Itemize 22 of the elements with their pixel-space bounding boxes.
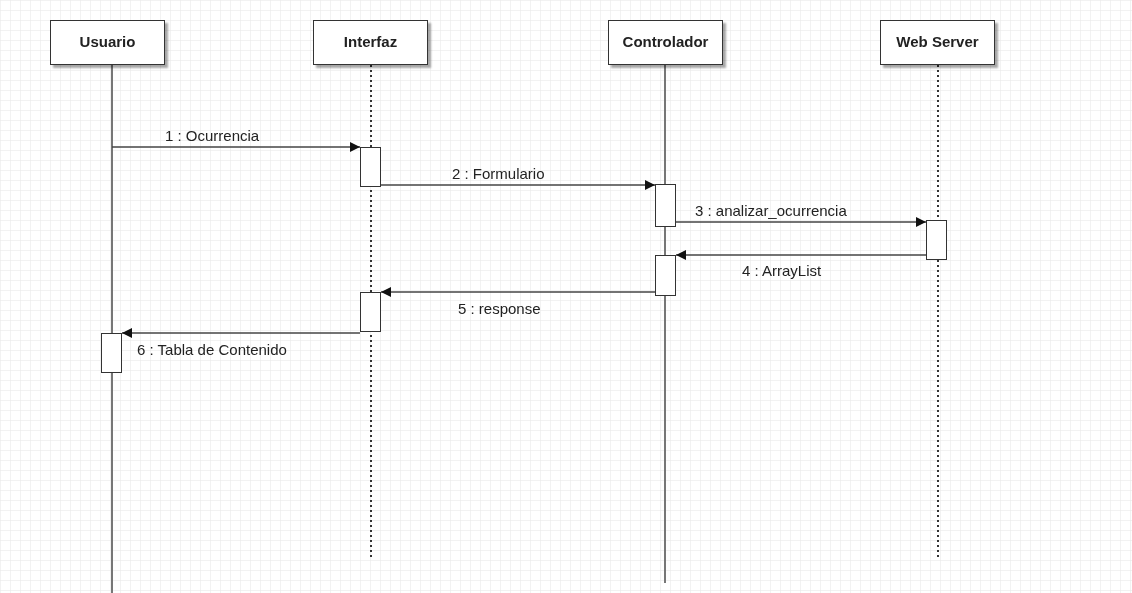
lifeline-header-box: Interfaz	[313, 20, 428, 65]
activation-bar	[655, 184, 676, 227]
edge-label: 2 : Formulario	[452, 165, 545, 183]
activation-bar	[926, 220, 947, 260]
activation-bar	[101, 333, 122, 373]
activation-bar	[655, 255, 676, 296]
edge-label: 4 : ArrayList	[742, 262, 822, 280]
lifeline-header-box: Web Server	[880, 20, 995, 65]
message-arrow	[121, 328, 361, 338]
edge-label: 3 : analizar_ocurrencia	[695, 202, 847, 220]
lifeline-header-box: Usuario	[50, 20, 165, 65]
lifeline-header-box: Controlador	[608, 20, 723, 65]
activation-bar	[360, 292, 381, 332]
edge-label: 1 : Ocurrencia	[165, 127, 260, 145]
edge-label: 6 : Tabla de Contenido	[137, 341, 287, 359]
message-arrow	[111, 142, 361, 152]
message-arrow	[675, 250, 927, 260]
message-arrow	[675, 217, 927, 227]
message-arrow	[380, 180, 656, 190]
message-arrow	[380, 287, 656, 297]
activation-bar	[360, 147, 381, 187]
edge-label: 5 : response	[458, 300, 541, 318]
